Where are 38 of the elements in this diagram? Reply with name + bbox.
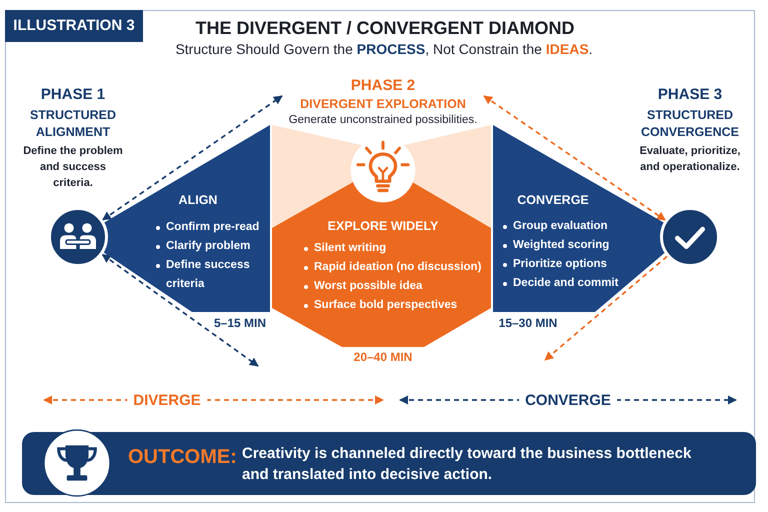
phase-number: PHASE 2 <box>350 77 416 95</box>
phase-number: PHASE 3 <box>658 86 722 104</box>
bullet-item: Decide and commit <box>501 274 651 293</box>
phase-description: Generate unconstrained possibilities. <box>288 113 478 127</box>
dashed-arrow <box>102 95 283 221</box>
bullet-item: Worst possible idea <box>302 277 488 296</box>
bullet-item: Confirm pre-read <box>154 218 268 237</box>
bullet-item: Prioritize options <box>501 255 651 274</box>
panel-heading: EXPLORE WIDELY <box>328 218 438 234</box>
outcome-heading: OUTCOME: <box>128 445 237 469</box>
people-icon <box>48 207 108 267</box>
bullet-item: Surface bold perspectives <box>302 296 488 315</box>
phase-title: DIVERGENT EXPLORATION <box>300 96 466 112</box>
bullet-item: Silent writing <box>302 239 488 258</box>
panel-heading: CONVERGE <box>517 192 589 208</box>
phase-number: PHASE 1 <box>40 86 106 104</box>
check-icon <box>660 207 720 267</box>
bullet-item: Rapid ideation (no discussion) <box>302 258 488 277</box>
phase-description: Define the problem and success criteria. <box>22 144 124 191</box>
dashed-arrow <box>544 256 668 361</box>
outcome-text: Creativity is channeled directly toward the business bottleneck and translated into decisive action. <box>242 444 692 485</box>
panel-heading: ALIGN <box>178 192 218 208</box>
duration-label: 5–15 MIN <box>214 316 266 331</box>
diagram-title: THE DIVERGENT / CONVERGENT DIAMOND <box>195 17 575 39</box>
phase-description: Evaluate, prioritize, and operationalize. <box>638 144 742 175</box>
duration-label: 15–30 MIN <box>498 316 558 331</box>
bullet-item: Define success criteria <box>154 256 268 294</box>
dashed-arrow <box>483 95 666 221</box>
outcome-banner <box>22 432 756 495</box>
phase-title: STRUCTURED CONVERGENCE <box>640 107 740 141</box>
duration-label: 20–40 MIN <box>354 350 412 365</box>
subtitle: Structure Should Govern the PROCESS, Not Constrain the IDEAS. <box>175 41 593 58</box>
phase-title: STRUCTURED ALIGNMENT <box>28 107 118 141</box>
illustration-badge: ILLUSTRATION 3 <box>5 10 143 42</box>
bullet-item: Group evaluation <box>501 217 651 236</box>
bullet-item: Weighted scoring <box>501 236 651 255</box>
dashed-arrow <box>102 254 259 367</box>
bullet-item: Clarify problem <box>154 237 268 256</box>
